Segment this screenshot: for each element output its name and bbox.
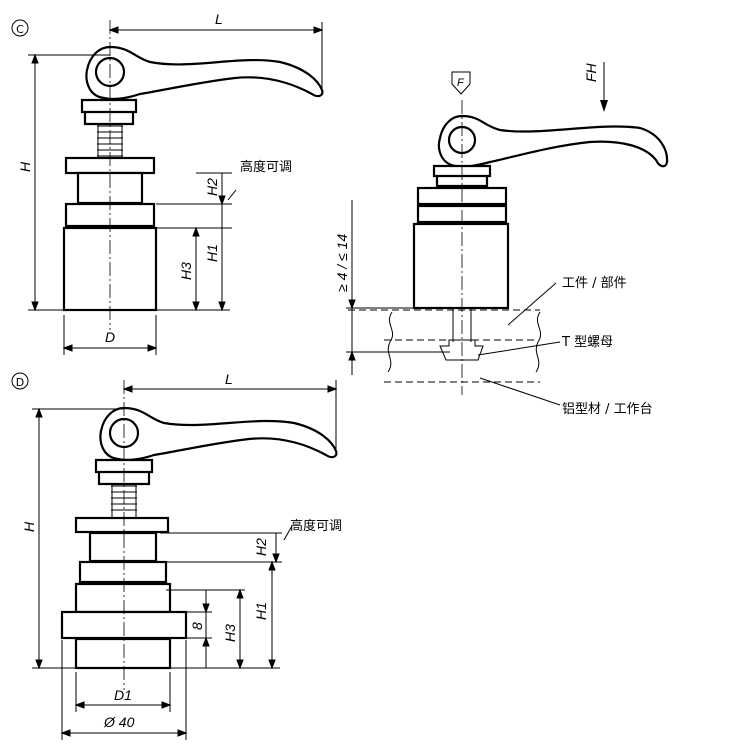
label-t-nut: T 型螺母 bbox=[561, 335, 613, 350]
dim-D: D bbox=[105, 329, 115, 345]
collar-d bbox=[88, 531, 158, 563]
knurl-upper-d bbox=[74, 516, 170, 534]
lever-d bbox=[99, 406, 338, 462]
view-d-marker: D bbox=[16, 376, 24, 389]
dim-D1: D1 bbox=[114, 687, 132, 703]
dim-L: L bbox=[215, 11, 223, 27]
label-F: F bbox=[457, 77, 465, 89]
washer bbox=[80, 98, 138, 126]
threaded-pin bbox=[452, 309, 472, 342]
label-height-adjustable: 高度可调 bbox=[240, 159, 292, 175]
view-c-marker: C bbox=[16, 23, 24, 36]
dim-H1: H1 bbox=[204, 244, 220, 262]
view-c-marker-circle bbox=[11, 19, 29, 37]
dim-L-d: L bbox=[225, 371, 233, 387]
label-workpiece: 工件 / 部件 bbox=[562, 276, 627, 291]
dim-H1-d: H1 bbox=[253, 602, 269, 620]
t-nut bbox=[439, 339, 484, 361]
dim-H3: H3 bbox=[178, 262, 194, 280]
dim-H3-d: H3 bbox=[222, 624, 238, 642]
view-d: D L H H2 H1 H3 8 D1 Ø 40 高度可调 bbox=[11, 371, 342, 740]
label-height-adjustable-d: 高度可调 bbox=[290, 518, 342, 534]
knurl-mid-d bbox=[78, 560, 168, 584]
view-side: F FH ≥ 4 / ≤ 14 工件 / 部件 T 型螺母 铝型材 / 工作台 bbox=[334, 62, 669, 417]
dimension-lines-side bbox=[346, 200, 561, 406]
force-arrow-F bbox=[451, 71, 471, 95]
dim-dia40: Ø 40 bbox=[103, 714, 135, 730]
dim-range: ≥ 4 / ≤ 14 bbox=[334, 234, 350, 292]
view-c: C L H H2 H1 H3 D 高度可调 bbox=[11, 11, 324, 355]
dimension-lines bbox=[28, 22, 324, 355]
dimension-lines-d bbox=[32, 380, 338, 740]
thread-upper-d bbox=[74, 582, 172, 614]
thread-lower-d bbox=[74, 637, 172, 670]
view-d-marker-circle bbox=[11, 372, 29, 390]
label-FH: FH bbox=[583, 62, 599, 82]
dim-H2: H2 bbox=[204, 178, 220, 196]
label-profile: 铝型材 / 工作台 bbox=[562, 402, 653, 417]
dim-H-d: H bbox=[21, 521, 37, 532]
dim-H2-d: H2 bbox=[253, 538, 269, 556]
lever bbox=[85, 45, 324, 101]
body-side bbox=[412, 222, 510, 310]
dim-H: H bbox=[17, 161, 33, 172]
dim-8: 8 bbox=[189, 622, 205, 630]
lever-side bbox=[437, 114, 669, 168]
